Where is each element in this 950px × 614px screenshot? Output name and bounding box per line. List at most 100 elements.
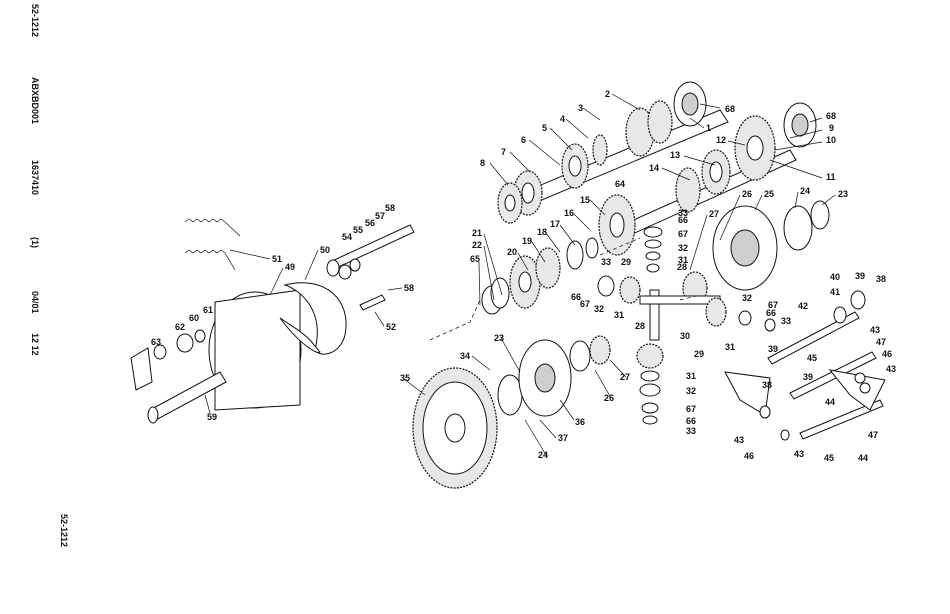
callout-19: 19 [522,236,532,246]
callout-44b: 44 [858,453,868,463]
callout-64: 64 [615,179,625,189]
callout-22: 22 [472,240,482,250]
callout-31c: 31 [725,342,735,352]
callout-5: 5 [542,123,547,133]
callout-21: 21 [472,228,482,238]
callout-35: 35 [400,373,410,383]
callout-67d: 67 [686,404,696,414]
callout-1: 1 [706,123,711,133]
callout-24a: 24 [800,186,810,196]
callout-52: 52 [386,322,396,332]
callout-18: 18 [537,227,547,237]
callout-61: 61 [203,305,213,315]
callout-3: 3 [578,103,583,113]
callout-33d: 33 [686,426,696,436]
callout-58a: 58 [385,203,395,213]
callout-9: 9 [829,123,834,133]
callout-67c: 67 [768,300,778,310]
callout-32c: 32 [742,293,752,303]
callout-31a: 31 [678,255,688,265]
main-shaft-assembly [497,81,729,224]
relation-lines [429,237,701,341]
leader-lines [204,93,836,456]
callout-43d: 43 [794,449,804,459]
callout-68b: 68 [826,111,836,121]
differential-assembly [597,200,830,425]
callout-46b: 46 [744,451,754,461]
callout-56: 56 [365,218,375,228]
callout-43a: 43 [870,325,880,335]
callout-31d: 31 [686,371,696,381]
callout-27a: 27 [709,209,719,219]
callout-26b: 26 [604,393,614,403]
callout-33b: 33 [601,257,611,267]
callout-40: 40 [830,272,840,282]
callout-32b: 32 [594,304,604,314]
callout-29a: 29 [621,257,631,267]
callout-7: 7 [501,147,506,157]
callout-33a: 33 [678,208,688,218]
callout-37: 37 [558,433,568,443]
callout-32d: 32 [686,386,696,396]
callout-28b: 28 [635,321,645,331]
callout-45b: 45 [824,453,834,463]
callout-59: 59 [207,412,217,422]
crown-wheel-assembly [412,335,611,489]
callout-47b: 47 [868,430,878,440]
callout-28a: 28 [677,262,687,272]
callout-34: 34 [460,351,470,361]
callout-63: 63 [151,337,161,347]
callout-8: 8 [480,158,485,168]
callout-2: 2 [605,89,610,99]
callout-47a: 47 [876,337,886,347]
callout-50: 50 [320,245,330,255]
callout-31b: 31 [614,310,624,320]
callout-30: 30 [680,331,690,341]
callout-51: 51 [272,254,282,264]
callout-26a: 26 [742,189,752,199]
callout-65: 65 [470,254,480,264]
callout-46a: 46 [882,349,892,359]
callout-39a: 39 [855,271,865,281]
callout-57: 57 [375,211,385,221]
callout-38a: 38 [876,274,886,284]
callout-labels: 1 2 3 4 5 6 7 8 9 10 11 12 13 14 15 16 1… [151,89,896,463]
callout-36: 36 [575,417,585,427]
callout-39c: 39 [768,344,778,354]
callout-12: 12 [716,135,726,145]
callout-17: 17 [550,219,560,229]
callout-60: 60 [189,313,199,323]
callout-25: 25 [764,189,774,199]
callout-67b: 67 [580,299,590,309]
callout-62: 62 [175,322,185,332]
callout-45a: 45 [807,353,817,363]
callout-42: 42 [798,301,808,311]
callout-55: 55 [353,225,363,235]
callout-68a: 68 [725,104,735,114]
callout-6: 6 [521,135,526,145]
callout-67a: 67 [678,229,688,239]
callout-43b: 43 [886,364,896,374]
callout-11: 11 [826,172,836,182]
callout-66a: 66 [678,215,688,225]
callout-39b: 39 [803,372,813,382]
callout-58b: 58 [404,283,414,293]
callout-4: 4 [560,114,565,124]
callout-20: 20 [507,247,517,257]
counter-shaft-assembly [598,102,817,256]
callout-24b: 24 [538,450,548,460]
callout-44a: 44 [825,397,835,407]
callout-13: 13 [670,150,680,160]
callout-10: 10 [826,135,836,145]
callout-32a: 32 [678,243,688,253]
callout-54: 54 [342,232,352,242]
callout-41: 41 [830,287,840,297]
callout-23a: 23 [838,189,848,199]
callout-15: 15 [580,195,590,205]
shift-fork-assembly [724,290,886,441]
callout-66c: 66 [766,308,776,318]
callout-16: 16 [564,208,574,218]
callout-66d: 66 [686,416,696,426]
callout-66b: 66 [571,292,581,302]
